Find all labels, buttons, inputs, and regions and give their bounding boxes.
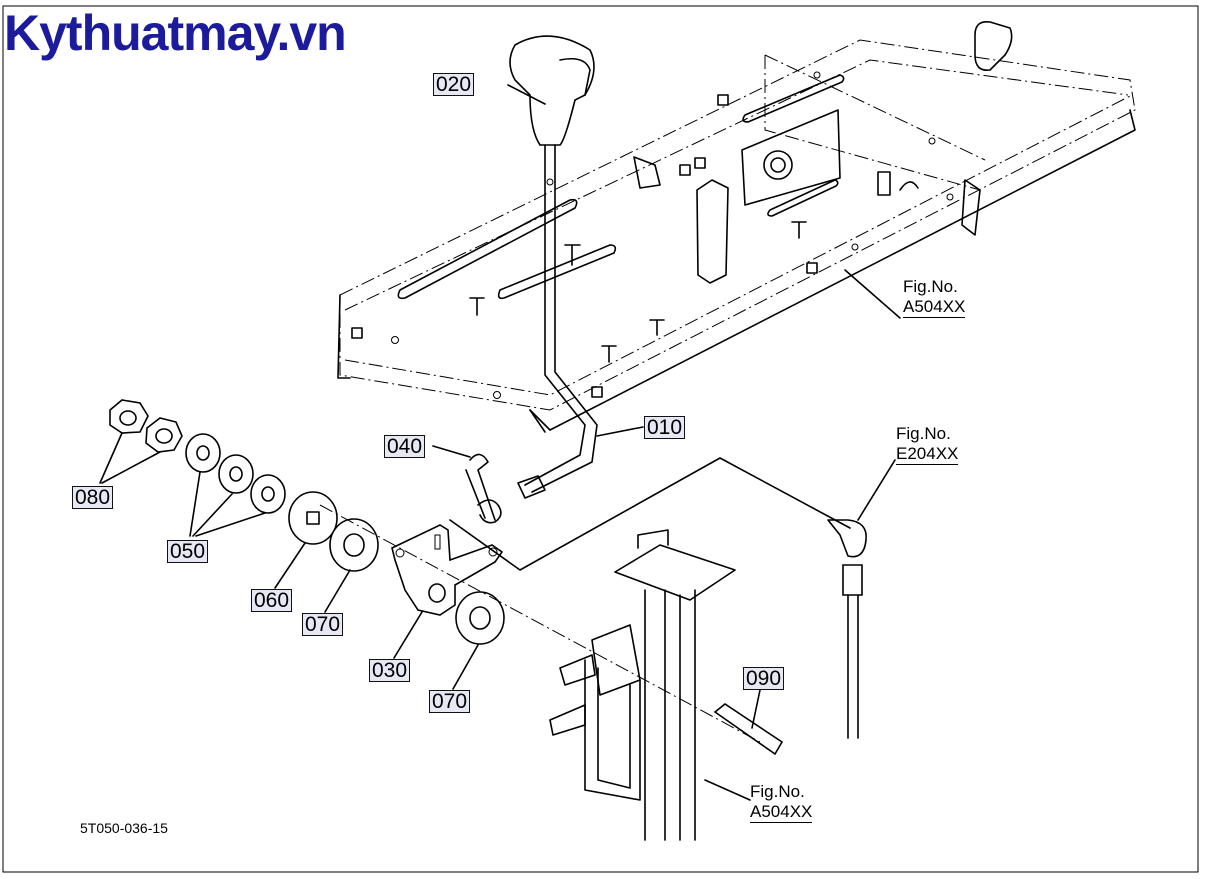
part-label-030: 030 xyxy=(369,659,411,682)
chassis-frame xyxy=(337,20,1136,433)
shift-cable xyxy=(827,519,867,739)
lever-bracket xyxy=(391,524,504,616)
part-label-010: 010 xyxy=(644,416,686,439)
shift-knob xyxy=(509,35,595,146)
washers xyxy=(185,433,286,514)
lower-bracket xyxy=(319,504,761,841)
figure-reference-number: A504XX xyxy=(750,802,813,823)
figure-reference-title: Fig.No. xyxy=(750,782,805,801)
part-label-080: 080 xyxy=(72,486,114,509)
guide-line xyxy=(449,457,851,571)
part-label-020: 020 xyxy=(433,73,475,96)
pin xyxy=(713,703,784,756)
part-label-090: 090 xyxy=(743,667,785,690)
part-label-050: 050 xyxy=(167,540,209,563)
part-label-070: 070 xyxy=(302,613,344,636)
square-hole-washer xyxy=(288,491,338,545)
thrust-washers xyxy=(329,518,505,645)
figure-reference-number: E204XX xyxy=(896,444,959,465)
diagram-code: 5T050-036-15 xyxy=(80,820,168,836)
leader-lines xyxy=(99,84,901,801)
spring xyxy=(465,453,502,524)
nuts xyxy=(109,399,183,453)
page-border xyxy=(2,5,1199,873)
figure-reference: Fig.No. A504XX xyxy=(750,782,813,823)
part-label-040: 040 xyxy=(384,435,426,458)
site-watermark: Kythuatmay.vn xyxy=(4,5,347,61)
figure-reference: Fig.No. A504XX xyxy=(903,277,966,318)
figure-reference-title: Fig.No. xyxy=(903,277,958,296)
part-label-070: 070 xyxy=(429,690,471,713)
figure-reference-number: A504XX xyxy=(903,297,966,318)
figure-reference-title: Fig.No. xyxy=(896,424,951,443)
figure-reference: Fig.No. E204XX xyxy=(896,424,959,465)
part-label-060: 060 xyxy=(251,589,293,612)
shift-lever xyxy=(517,144,598,499)
